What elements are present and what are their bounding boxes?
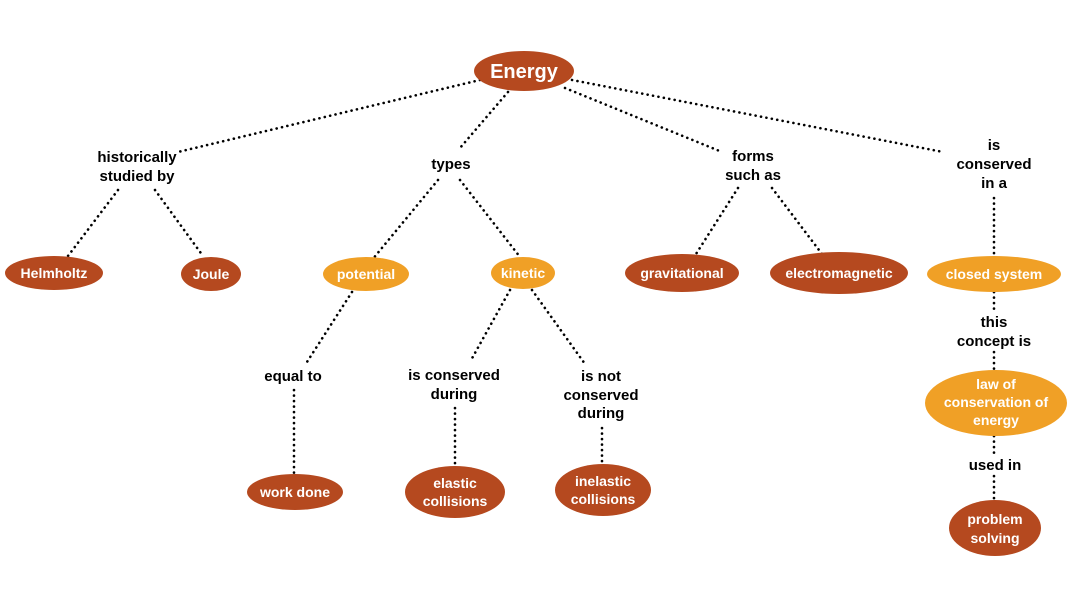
link-conserved-1: is	[988, 137, 1001, 154]
link-this-concept-2: concept is	[957, 333, 1031, 350]
node-law-shape	[925, 370, 1067, 436]
node-work-done-shape	[247, 474, 343, 510]
edge-kinetic-isnotconserved	[530, 288, 587, 366]
edge-historically-helmholtz	[66, 188, 120, 258]
node-law-label-1: law of	[976, 376, 1016, 392]
link-conserved-2: conserved	[956, 156, 1031, 173]
node-electromagnetic[interactable]: electromagnetic	[770, 252, 908, 294]
node-law-label-3: energy	[973, 412, 1019, 428]
node-energy-label: Energy	[490, 61, 559, 83]
node-gravitational-shape	[625, 254, 739, 292]
connectors	[66, 78, 996, 502]
node-kinetic-label: kinetic	[501, 265, 546, 281]
node-electromagnetic-label: electromagnetic	[785, 265, 893, 281]
link-forms-2: such as	[725, 167, 781, 184]
node-potential-label: potential	[337, 266, 395, 282]
link-used-in: used in	[969, 457, 1022, 474]
node-work-done-label: work done	[259, 484, 330, 500]
node-problem-solving-label-1: problem	[967, 511, 1022, 527]
node-problem-solving-shape	[949, 500, 1041, 556]
edge-kinetic-isconserved	[468, 288, 512, 364]
edge-forms-electromagnetic	[770, 186, 824, 256]
edge-energy-conserved	[570, 78, 945, 154]
edge-types-kinetic	[458, 178, 522, 259]
node-kinetic-shape	[491, 257, 555, 289]
node-work-done[interactable]: work done	[247, 474, 343, 510]
link-is-not-1: is not	[581, 368, 621, 385]
node-law-of-conservation[interactable]: law of conservation of energy	[925, 370, 1067, 436]
node-helmholtz-shape	[5, 256, 103, 290]
edge-potential-equalto	[305, 290, 354, 364]
edge-energy-historically	[176, 78, 482, 154]
edge-energy-forms	[563, 86, 724, 154]
link-this-concept-1: this	[981, 314, 1008, 331]
node-kinetic[interactable]: kinetic	[491, 257, 555, 289]
link-is-conserved-2: during	[431, 386, 478, 403]
link-conserved-3: in a	[981, 175, 1007, 192]
edge-types-potential	[370, 178, 440, 262]
node-helmholtz-label: Helmholtz	[21, 265, 88, 281]
link-equal-to: equal to	[264, 368, 322, 385]
node-problem-solving[interactable]: problem solving	[949, 500, 1041, 556]
node-gravitational[interactable]: gravitational	[625, 254, 739, 292]
node-closed-system[interactable]: closed system	[927, 256, 1061, 292]
node-elastic-shape	[405, 466, 505, 518]
node-joule[interactable]: Joule	[181, 257, 241, 291]
link-is-conserved-1: is conserved	[408, 367, 500, 384]
node-law-label-2: conservation of	[944, 394, 1049, 410]
edge-historically-joule	[153, 188, 205, 258]
node-helmholtz[interactable]: Helmholtz	[5, 256, 103, 290]
node-energy[interactable]: Energy	[474, 51, 574, 91]
node-potential[interactable]: potential	[323, 257, 409, 291]
node-joule-label: Joule	[193, 266, 230, 282]
node-elastic-collisions[interactable]: elastic collisions	[405, 466, 505, 518]
node-inelastic-label-2: collisions	[571, 491, 636, 507]
link-historically-1: historically	[97, 149, 177, 166]
link-is-not-2: conserved	[563, 387, 638, 404]
node-elastic-label-1: elastic	[433, 475, 477, 491]
node-potential-shape	[323, 257, 409, 291]
edge-energy-types	[458, 90, 510, 150]
node-inelastic-label-1: inelastic	[575, 473, 631, 489]
node-inelastic-shape	[555, 464, 651, 516]
node-energy-shape	[474, 51, 574, 91]
node-closed-system-shape	[927, 256, 1061, 292]
edge-forms-gravitational	[694, 186, 740, 256]
node-electromagnetic-shape	[770, 252, 908, 294]
link-types: types	[431, 156, 470, 173]
link-labels: historically studied by types forms such…	[97, 137, 1031, 474]
link-historically-2: studied by	[99, 168, 175, 185]
nodes: Energy Helmholtz Joule potential kinetic…	[5, 51, 1067, 556]
node-elastic-label-2: collisions	[423, 493, 488, 509]
node-gravitational-label: gravitational	[640, 265, 723, 281]
node-closed-system-label: closed system	[946, 266, 1043, 282]
link-is-not-3: during	[578, 405, 625, 422]
link-forms-1: forms	[732, 148, 774, 165]
node-inelastic-collisions[interactable]: inelastic collisions	[555, 464, 651, 516]
node-problem-solving-label-2: solving	[970, 530, 1019, 546]
node-joule-shape	[181, 257, 241, 291]
